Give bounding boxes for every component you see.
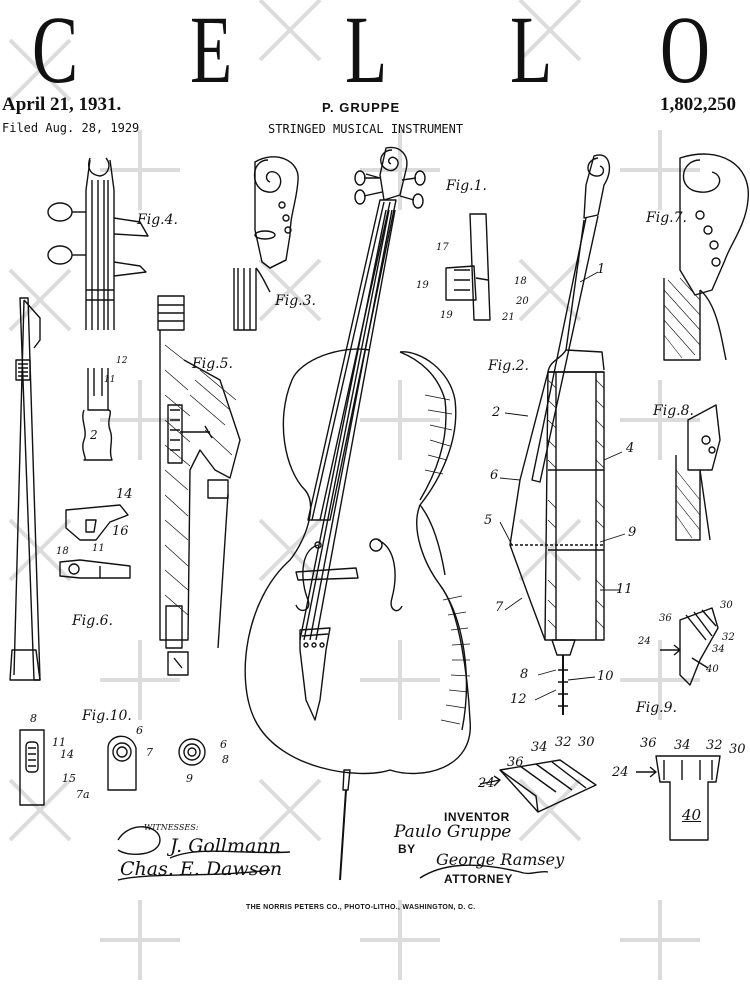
title-letter-l1: L: [345, 0, 388, 103]
printer-credit: THE NORRIS PETERS CO., PHOTO-LITHO., WAS…: [246, 904, 476, 911]
block-callout-30c: 30: [729, 742, 746, 757]
fig10-label: Fig.10.: [82, 708, 132, 724]
witness-signature-2: Chas. E. Dawson: [120, 858, 283, 880]
fig9-label: Fig.9.: [636, 700, 677, 716]
callout-17: 17: [436, 242, 449, 253]
fig6-callout-11b: 11: [92, 543, 105, 554]
callout-19a: 19: [416, 280, 429, 291]
fig6-callout-12: 12: [116, 356, 128, 366]
fig7-scroll-drawing: [663, 153, 749, 361]
fig5-neck-drawing: [157, 295, 241, 676]
title-letter-c: C: [32, 0, 79, 103]
callout-21: 21: [502, 312, 515, 323]
by-label: BY: [398, 842, 416, 856]
fig1-label: Fig.1.: [446, 178, 487, 194]
block-callout-32b: 32: [555, 735, 572, 750]
fig2-label: Fig.2.: [488, 358, 529, 374]
title-letter-e: E: [190, 0, 233, 103]
fig10-callout-9: 9: [186, 772, 193, 785]
title-letter-l2: L: [510, 0, 553, 103]
block-callout-36b: 36: [507, 755, 524, 770]
fig6-label: Fig.6.: [72, 613, 113, 629]
filed-date: Filed Aug. 28, 1929: [2, 121, 140, 135]
fig3-scroll-drawing: [233, 156, 299, 331]
fig9-callout-40a: 40: [706, 664, 719, 675]
peg-detail-drawing: [445, 213, 491, 321]
fig3-label: Fig.3.: [275, 293, 316, 309]
fig4-label: Fig.4.: [137, 212, 178, 228]
callout-7: 7: [495, 600, 504, 615]
fig2-callout-2: 2: [90, 428, 98, 442]
fig10-callout-6a: 6: [136, 724, 143, 737]
fig10-callout-14: 14: [60, 748, 74, 761]
cello-front-drawing: [244, 146, 471, 881]
callout-10: 10: [597, 669, 614, 684]
fig6-callout-16: 16: [112, 524, 129, 539]
fig10-callout-8b: 8: [222, 753, 229, 766]
patent-number: 1,802,250: [660, 94, 736, 115]
fig10-drawing: [19, 729, 206, 806]
witness-signature-1: J. Gollmann: [170, 835, 281, 857]
patent-subtitle: STRINGED MUSICAL INSTRUMENT: [268, 122, 464, 136]
fig6-drawing: [59, 368, 131, 579]
block-drawing-left: [499, 759, 597, 813]
callout-6: 6: [490, 468, 499, 483]
fig9-callout-24a: 24: [638, 636, 651, 647]
callout-11: 11: [616, 582, 633, 597]
block-callout-34b: 34: [531, 740, 548, 755]
witnesses-label: WITNESSES:: [144, 823, 199, 832]
fig9-callout-32a: 32: [722, 632, 735, 643]
callout-9: 9: [628, 525, 637, 540]
block-drawing-right: [655, 755, 721, 841]
fig10-callout-7a: 7a: [76, 788, 90, 801]
block-callout-40b: 40: [682, 806, 702, 824]
callout-20: 20: [516, 296, 529, 307]
callout-5: 5: [484, 513, 493, 528]
fig8-drawing: [675, 404, 721, 541]
cello-side-drawing: [509, 154, 611, 715]
bow-drawing: [9, 297, 41, 681]
fig8-label: Fig.8.: [653, 403, 694, 419]
block-callout-30b: 30: [578, 735, 595, 750]
fig6-callout-11: 11: [104, 375, 116, 385]
fig4-pegbox-drawing: [47, 157, 149, 330]
callout-1: 1: [597, 262, 606, 277]
fig10-callout-11: 11: [52, 736, 66, 749]
callout-4: 4: [626, 441, 635, 456]
attorney-signature: George Ramsey: [436, 850, 565, 869]
block-callout-36c: 36: [640, 736, 657, 751]
inventor-header: P. GRUPPE: [322, 100, 401, 115]
block-callout-32c: 32: [706, 738, 723, 753]
fig6-callout-18: 18: [56, 546, 69, 557]
fig10-callout-6b: 6: [220, 738, 227, 751]
inventor-signature: Paulo Gruppe: [394, 822, 512, 842]
callout-19b: 19: [440, 310, 453, 321]
fig10-callout-15: 15: [62, 772, 76, 785]
fig10-callout-8: 8: [30, 712, 37, 725]
fig6-callout-14: 14: [116, 487, 133, 502]
fig5-label: Fig.5.: [192, 356, 233, 372]
callout-18: 18: [514, 276, 527, 287]
callout-2: 2: [492, 405, 501, 420]
fig10-callout-7: 7: [146, 746, 153, 759]
callout-12: 12: [510, 692, 527, 707]
fig7-label: Fig.7.: [646, 210, 687, 226]
callout-8: 8: [520, 667, 529, 682]
block-callout-24b: 24: [478, 776, 495, 791]
fig9-drawing: [679, 607, 719, 686]
block-callout-34c: 34: [674, 738, 691, 753]
title-letter-o: O: [660, 0, 710, 103]
fig9-callout-34a: 34: [712, 644, 725, 655]
attorney-label: ATTORNEY: [444, 872, 513, 886]
fig9-callout-36a: 36: [659, 613, 672, 624]
inventor-label: INVENTOR: [444, 810, 510, 824]
block-callout-24c: 24: [612, 765, 629, 780]
patent-date: April 21, 1931.: [2, 94, 122, 115]
fig9-callout-30a: 30: [720, 600, 733, 611]
